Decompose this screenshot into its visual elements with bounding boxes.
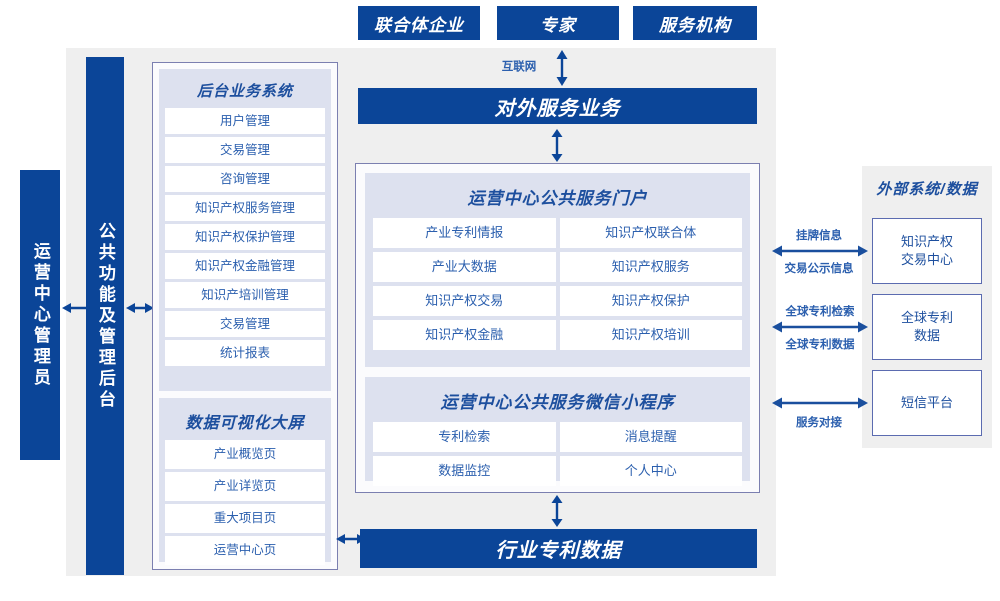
portal-item[interactable]: 知识产权交易: [373, 286, 556, 316]
public-portal-title: 运营中心公共服务门户: [467, 189, 648, 208]
top-actor-united-enterprise[interactable]: 联合体企业: [358, 6, 480, 40]
top-actor-label: 联合体企业: [374, 15, 464, 35]
backend-item[interactable]: 咨询管理: [165, 166, 325, 192]
mini-program-grid: 专利检索 消息提醒 数据监控 个人中心: [373, 422, 742, 486]
public-portal-grid: 产业专利情报 知识产权联合体 产业大数据 知识产权服务 知识产权交易 知识产权保…: [373, 218, 742, 350]
external-service-bar[interactable]: 对外服务业务: [358, 88, 757, 124]
portal-item[interactable]: 知识产权联合体: [559, 218, 742, 248]
external-connection-label-below: 交易公示信息: [784, 263, 854, 275]
top-actor-label: 服务机构: [659, 15, 731, 35]
backend-item[interactable]: 统计报表: [165, 340, 325, 366]
external-box-global-patent-data[interactable]: 全球专利 数据: [872, 294, 982, 360]
external-box-label: 全球专利 数据: [900, 310, 953, 343]
visual-dashboard-group: 数据可视化大屏 产业概览页 产业详览页 重大项目页 运营中心页: [159, 398, 331, 565]
internet-label: 互联网: [501, 61, 537, 73]
backend-item[interactable]: 交易管理: [165, 311, 325, 337]
portal-item[interactable]: 产业专利情报: [373, 218, 556, 248]
external-connection-label-above: 挂牌信息: [796, 230, 842, 242]
top-actor-expert[interactable]: 专家: [497, 6, 619, 40]
dashboard-item[interactable]: 产业概览页: [165, 440, 325, 469]
pillar-label: 公共功能及管理后台: [95, 221, 115, 411]
external-connection-arrow-3: [772, 397, 868, 409]
mini-program-item[interactable]: 个人中心: [559, 456, 742, 486]
top-actor-label: 专家: [540, 15, 576, 35]
mini-program-group: 运营中心公共服务微信小程序 专利检索 消息提醒 数据监控 个人中心: [365, 377, 750, 486]
backend-system-title: 后台业务系统: [196, 83, 293, 100]
center-to-industry-arrow: [551, 495, 563, 527]
backend-connect-arrow: [126, 303, 154, 313]
external-connection-label-below: 全球专利数据: [785, 339, 855, 351]
external-connection-arrow-1: [772, 245, 868, 257]
external-box-sms-platform[interactable]: 短信平台: [872, 370, 982, 436]
external-systems-title: 外部系统/数据: [876, 181, 978, 198]
portal-item[interactable]: 产业大数据: [373, 252, 556, 282]
external-connection-label-above: 全球专利检索: [785, 306, 855, 318]
external-box-label: 知识产权 交易中心: [900, 234, 953, 267]
mini-program-item[interactable]: 消息提醒: [559, 422, 742, 452]
top-actor-service-org[interactable]: 服务机构: [633, 6, 757, 40]
external-service-bar-label: 对外服务业务: [494, 97, 621, 120]
service-to-center-arrow: [551, 129, 563, 162]
mini-program-item[interactable]: 数据监控: [373, 456, 556, 486]
dashboard-item[interactable]: 重大项目页: [165, 504, 325, 533]
external-connection-label-below: 服务对接: [796, 417, 842, 429]
backend-item[interactable]: 知识产权保护管理: [165, 224, 325, 250]
public-portal-group: 运营中心公共服务门户 产业专利情报 知识产权联合体 产业大数据 知识产权服务 知…: [365, 173, 750, 367]
mini-program-item[interactable]: 专利检索: [373, 422, 556, 452]
industry-patent-data-label: 行业专利数据: [495, 540, 622, 562]
center-services-panel: 运营中心公共服务门户 产业专利情报 知识产权联合体 产业大数据 知识产权服务 知…: [355, 163, 760, 493]
visual-dashboard-list: 产业概览页 产业详览页 重大项目页 运营中心页: [165, 440, 325, 565]
external-box-ip-trading-center[interactable]: 知识产权 交易中心: [872, 218, 982, 284]
mini-program-title: 运营中心公共服务微信小程序: [440, 393, 675, 412]
portal-item[interactable]: 知识产权服务: [559, 252, 742, 282]
external-box-label: 短信平台: [900, 395, 953, 411]
internet-arrow: [556, 50, 568, 86]
pillar-operation-center-admin[interactable]: 运营中心管理员: [20, 170, 60, 460]
pillar-label: 运营中心管理员: [30, 241, 50, 389]
dashboard-item[interactable]: 运营中心页: [165, 536, 325, 565]
dashboard-item[interactable]: 产业详览页: [165, 472, 325, 501]
backend-item[interactable]: 用户管理: [165, 108, 325, 134]
backend-item[interactable]: 知识产培训管理: [165, 282, 325, 308]
backend-item[interactable]: 交易管理: [165, 137, 325, 163]
industry-patent-data-bar[interactable]: 行业专利数据: [360, 529, 757, 568]
portal-item[interactable]: 知识产权金融: [373, 320, 556, 350]
pillar-public-function-admin[interactable]: 公共功能及管理后台: [86, 57, 124, 575]
backend-item[interactable]: 知识产权服务管理: [165, 195, 325, 221]
portal-item[interactable]: 知识产权培训: [559, 320, 742, 350]
backend-dashboard-panel: 后台业务系统 用户管理 交易管理 咨询管理 知识产权服务管理 知识产权保护管理 …: [152, 62, 338, 570]
backend-system-list: 用户管理 交易管理 咨询管理 知识产权服务管理 知识产权保护管理 知识产权金融管…: [165, 108, 325, 366]
portal-item[interactable]: 知识产权保护: [559, 286, 742, 316]
backend-system-group: 后台业务系统 用户管理 交易管理 咨询管理 知识产权服务管理 知识产权保护管理 …: [159, 69, 331, 391]
backend-item[interactable]: 知识产权金融管理: [165, 253, 325, 279]
visual-dashboard-title: 数据可视化大屏: [185, 415, 305, 432]
external-connection-arrow-2: [772, 321, 868, 333]
